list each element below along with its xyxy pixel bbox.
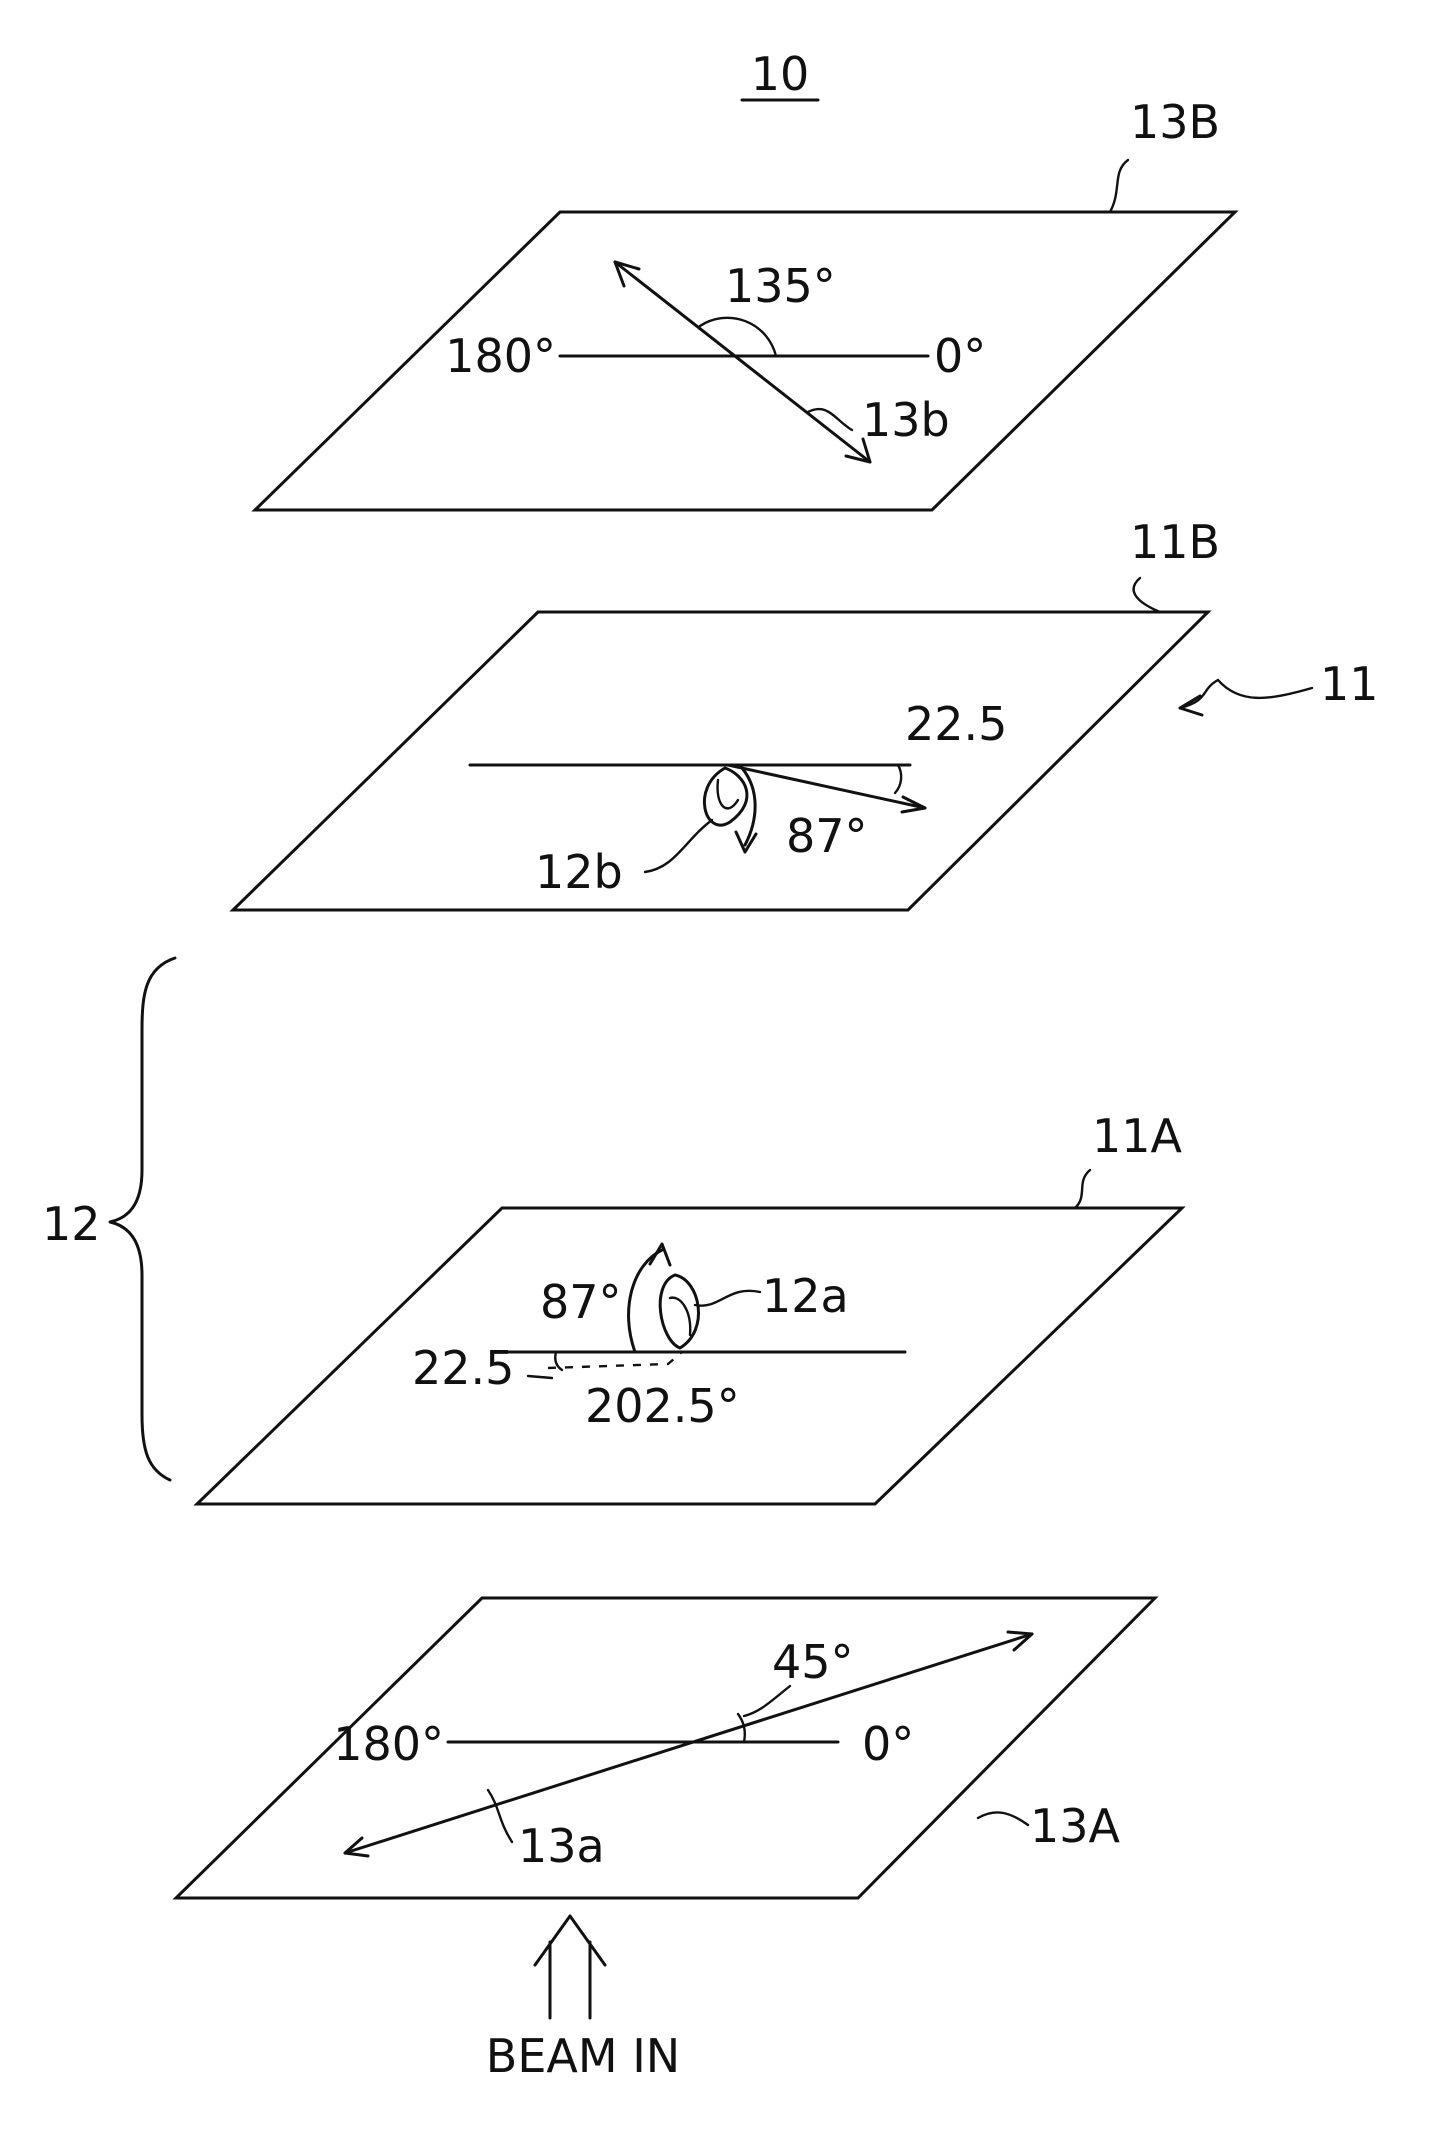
rotator-plate-11B: 11B 22.5 87° 12b	[233, 515, 1220, 910]
plate-11A-leader	[1075, 1170, 1090, 1208]
plate-11A-sum-angle: 202.5°	[585, 1379, 740, 1433]
plate-11A-ref: 11A	[1092, 1109, 1183, 1163]
rotation-12b-ref: 12b	[535, 845, 623, 899]
bracket-ref: 12	[42, 1197, 101, 1251]
beam-arrow-head	[535, 1916, 605, 1965]
plate-11B-large-angle: 87°	[786, 809, 868, 863]
beam-in-arrow: BEAM IN	[486, 1916, 680, 2083]
polarizer-plate-13A: 13A 180° 0° 45° 13a	[176, 1598, 1155, 1898]
rotator-plate-11A: 11A 22.5 87° 12a 202.5°	[197, 1109, 1183, 1504]
plate-13A-ref: 13A	[1030, 1799, 1121, 1853]
plate-13B-outline	[255, 212, 1235, 510]
axis-13a-ref: 13a	[518, 1819, 605, 1873]
plate-11A-large-angle: 87°	[540, 1275, 622, 1329]
rotator-group-leader	[1180, 680, 1312, 708]
plate-13A-leader	[978, 1812, 1028, 1825]
axis-13b-ref: 13b	[862, 393, 950, 447]
rotation-12a-ref: 12a	[762, 1269, 849, 1323]
rotator-group-label: 11	[1180, 657, 1379, 715]
figure-title-group: 10	[742, 47, 818, 101]
plate-13B-left-label: 180°	[445, 329, 556, 383]
plate-11B-outline	[233, 612, 1208, 910]
rotator-group-ref: 11	[1320, 657, 1379, 711]
plate-13B-angle: 135°	[725, 259, 836, 313]
beam-label: BEAM IN	[486, 2029, 680, 2083]
plate-13A-right-label: 0°	[862, 1717, 914, 1771]
plate-13A-angle: 45°	[772, 1635, 854, 1689]
plate-11B-ref: 11B	[1130, 515, 1220, 569]
plate-11B-small-angle: 22.5	[905, 697, 1007, 751]
plate-13B-leader	[1110, 160, 1128, 212]
plate-13B-right-label: 0°	[934, 329, 986, 383]
rotator-pair-bracket: 12	[42, 958, 175, 1480]
bracket-brace	[110, 958, 175, 1480]
plate-11A-outline	[197, 1208, 1182, 1504]
plate-13A-left-label: 180°	[333, 1717, 444, 1771]
plate-13B-ref: 13B	[1130, 95, 1220, 149]
figure-title: 10	[751, 47, 810, 101]
polarizer-plate-13B: 13B 180° 0° 135° 13b	[255, 95, 1235, 510]
plate-11A-small-angle: 22.5	[412, 1341, 514, 1395]
plate-11B-leader	[1134, 578, 1160, 612]
